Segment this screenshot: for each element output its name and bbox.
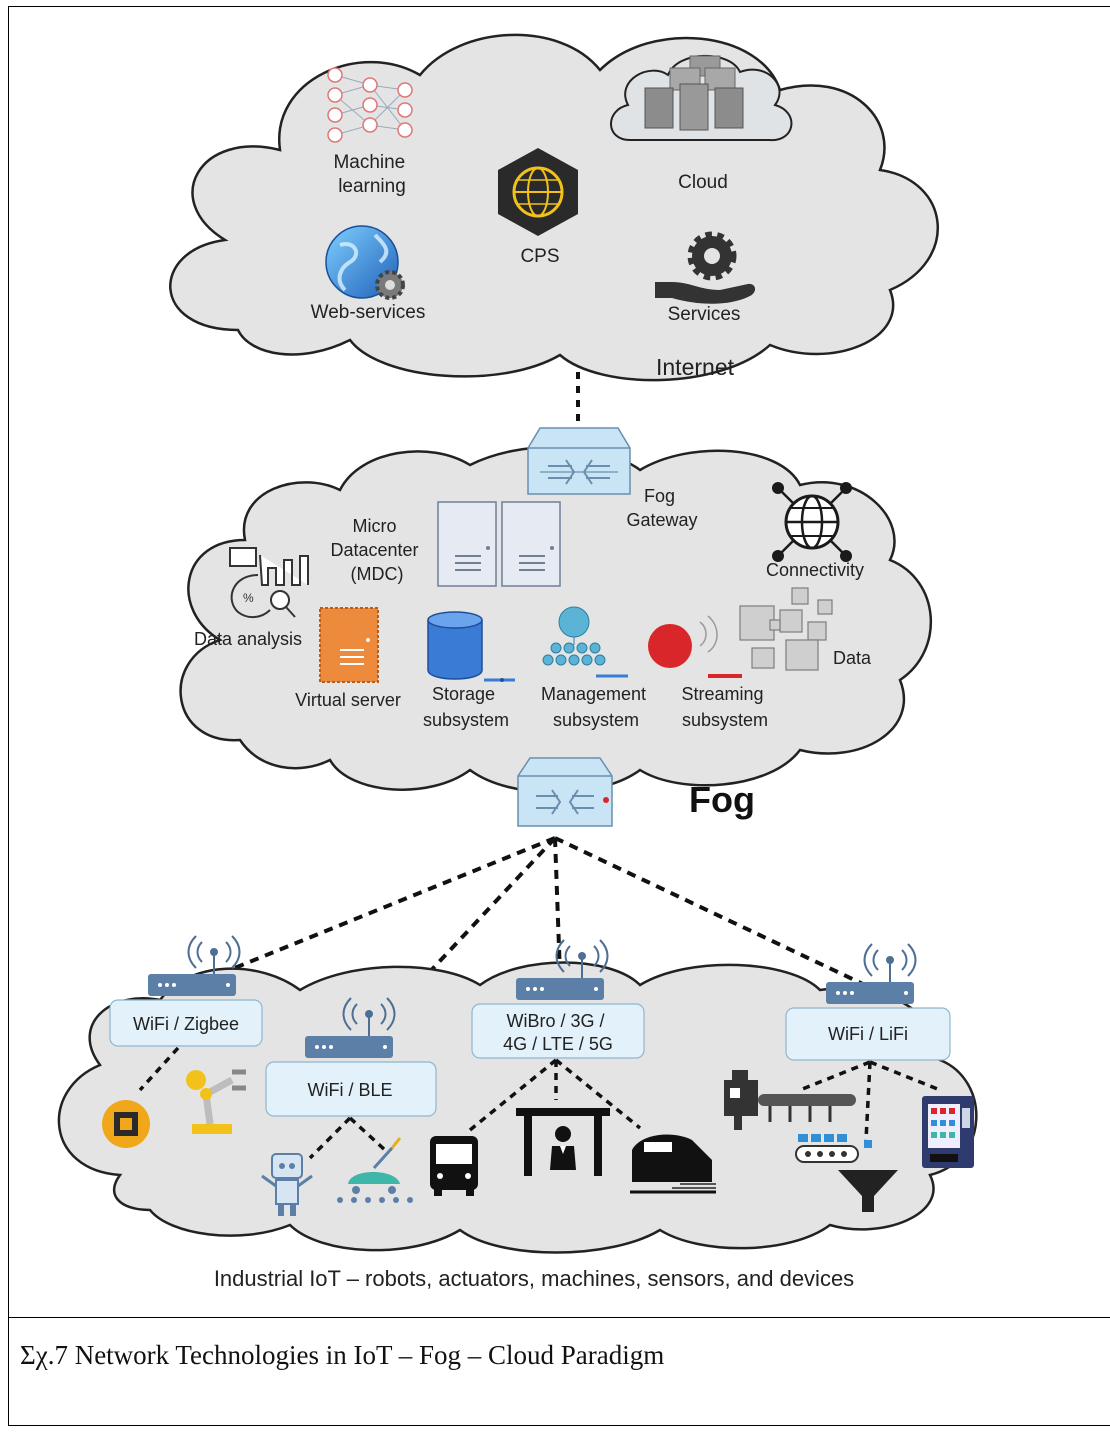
wifi-signal-icon <box>342 997 396 1036</box>
router-wifi-ble <box>265 997 437 1117</box>
router-wifi-ble-label: WiFi / BLE <box>307 1080 392 1100</box>
bus-icon <box>430 1136 478 1196</box>
web-services-label: Web-services <box>311 302 426 323</box>
mdc-label: Micro Datacenter (MDC) <box>330 516 423 584</box>
router-wifi-lifi-label: WiFi / LiFi <box>828 1024 908 1044</box>
data-icon <box>739 587 833 671</box>
cps-label: CPS <box>520 246 559 267</box>
svg-text:%: % <box>243 591 254 605</box>
factory-machine-icon <box>724 1070 856 1130</box>
management-icon <box>542 606 628 678</box>
mdc-servers-icon <box>437 501 561 587</box>
data-analysis-icon: % <box>229 547 309 618</box>
router-wifi-lifi <box>785 943 951 1061</box>
data-label: Data <box>833 648 872 668</box>
storage-label: Storage subsystem <box>423 684 509 730</box>
fog-cloud <box>179 445 932 794</box>
wifi-signal-icon <box>187 935 241 974</box>
vending-machine-icon <box>922 1096 974 1168</box>
fog-title: Fog <box>689 779 755 820</box>
cps-icon <box>498 148 578 236</box>
fog-gateway-label: Fog Gateway <box>626 486 697 530</box>
internet-label: Internet <box>656 354 735 380</box>
services-icon <box>655 231 756 304</box>
router-wifi-zigbee <box>109 935 263 1047</box>
fog-gateway-bottom-icon <box>517 757 613 827</box>
virtual-server-label: Virtual server <box>295 690 401 710</box>
chip-icon <box>102 1100 150 1148</box>
caption-divider <box>8 1317 1110 1318</box>
figure-caption: Σχ.7 Network Technologies in IoT – Fog –… <box>20 1340 665 1370</box>
fog-gateway-top-icon <box>527 427 631 495</box>
connectivity-icon <box>772 482 852 562</box>
assembly-line-icon <box>337 1137 413 1203</box>
data-analysis-label: Data analysis <box>194 629 302 649</box>
streaming-label: Streaming subsystem <box>681 684 768 730</box>
machine-learning-icon <box>327 67 413 143</box>
virtual-server-icon <box>319 607 379 683</box>
train-icon <box>630 1134 716 1194</box>
web-services-icon <box>325 225 405 300</box>
services-label: Services <box>668 304 741 325</box>
management-label: Management subsystem <box>541 684 651 730</box>
router-wifi-zigbee-label: WiFi / Zigbee <box>133 1014 239 1034</box>
cloud-label: Cloud <box>678 172 728 193</box>
router-wibro <box>471 939 645 1059</box>
storage-icon <box>427 611 515 682</box>
bus-stop-icon <box>516 1108 610 1176</box>
robot-icon <box>261 1153 313 1216</box>
streaming-icon <box>648 615 742 678</box>
network-diagram: Machine learning CPS Cloud Web-services <box>57 33 978 1291</box>
figure-frame <box>8 6 1110 1426</box>
conveyor-sensor-icon <box>795 1134 872 1163</box>
wifi-signal-icon <box>863 943 917 982</box>
machine-learning-label: Machine learning <box>333 152 410 197</box>
wifi-signal-icon <box>555 939 609 978</box>
router-wibro-label: WiBro / 3G / 4G / LTE / 5G <box>503 1011 613 1054</box>
cloud-servers-icon <box>610 54 793 142</box>
device-links <box>138 1046 941 1160</box>
connectivity-label: Connectivity <box>766 560 864 580</box>
iot-caption: Industrial IoT – robots, actuators, mach… <box>214 1266 854 1291</box>
robotic-arm-icon <box>186 1069 246 1134</box>
funnel-icon <box>838 1170 898 1212</box>
